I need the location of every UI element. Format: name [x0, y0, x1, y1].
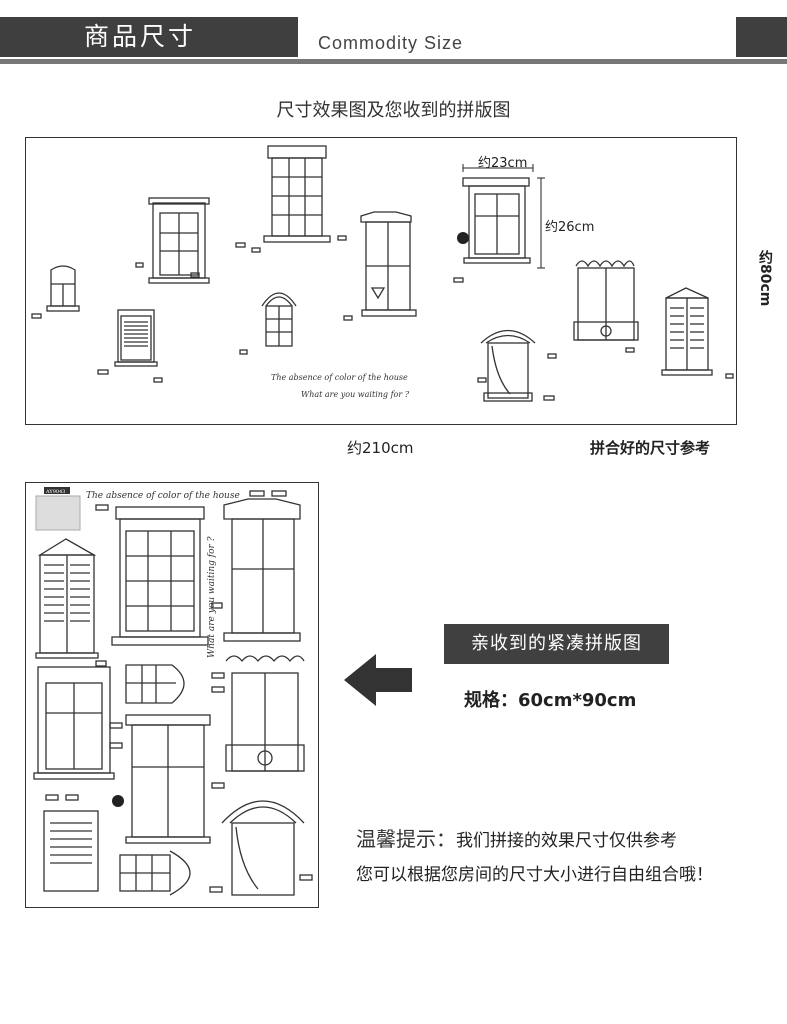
window-shutter-right	[661, 287, 713, 376]
total-height-label: 约80cm	[757, 250, 773, 307]
product-code-badge	[44, 487, 70, 494]
spec-label: 规格：60cm*90cm	[464, 690, 637, 711]
sheet-window-mid-left	[33, 666, 115, 780]
header-title-cn: 商品尺寸	[84, 22, 197, 51]
header-title-en: Commodity Size	[318, 33, 464, 53]
sheet-window-shutter-a	[35, 538, 99, 659]
sheet-window-half-arch	[125, 664, 185, 704]
script-line1-small: The absence of color of the house	[271, 373, 408, 382]
script-line2-small: What are you waiting for ?	[301, 390, 410, 399]
window-arched-curtain	[480, 330, 536, 402]
window-measured	[462, 177, 531, 264]
header-title-box: 商品尺寸	[0, 17, 298, 57]
window-grid-top	[263, 145, 331, 243]
assembled-windows-illustration: The absence of color of the house What a…	[31, 145, 734, 402]
header-divider	[0, 59, 787, 64]
sheet-window-fan	[119, 850, 191, 896]
window-balcony-right	[573, 260, 639, 341]
script-line1: The absence of color of the house	[86, 491, 240, 501]
product-code: AY9043	[45, 489, 65, 495]
arrow-left-icon	[344, 654, 412, 706]
cat-figure	[457, 232, 469, 244]
window-shutter-left	[114, 309, 158, 367]
tip-line-1: 温馨提示：我们拼接的效果尺寸仅供参考	[356, 823, 677, 852]
section1-caption: 尺寸效果图及您收到的拼版图	[276, 100, 511, 121]
sheet-cat-figure	[112, 795, 124, 807]
width-label: 约23cm	[478, 156, 528, 171]
window-tall-left	[148, 197, 210, 284]
sheet-window-small-shutter	[43, 810, 99, 892]
thumbnail-preview	[35, 495, 81, 531]
script-line2: What are you waiting for ?	[207, 536, 217, 658]
window-arched-centre	[261, 292, 297, 347]
header-accent-block	[736, 17, 787, 57]
window-small-arched	[46, 265, 80, 312]
window-door-centre	[360, 211, 417, 317]
sheet-window-centre	[125, 714, 211, 844]
tip-text-1: 我们拼接的效果尺寸仅供参考	[456, 831, 677, 851]
height-label: 约26cm	[545, 220, 595, 235]
sheet-window-door	[223, 498, 301, 642]
sheet-window-arch-curtain	[221, 800, 305, 896]
sheet-window-grid	[111, 506, 209, 646]
tip-prefix: 温馨提示：	[356, 827, 456, 851]
sheet-layout-frame: AY9043 The absence of color of the house…	[25, 482, 319, 908]
sheet-window-balcony	[225, 655, 305, 772]
total-width-label: 约210cm	[347, 439, 414, 457]
assembled-label: 拼合好的尺寸参考	[590, 439, 711, 457]
tip-line-2: 您可以根据您房间的尺寸大小进行自由组合哦！	[356, 865, 713, 885]
decor-bricks	[31, 235, 734, 401]
sheet-bricks	[45, 490, 313, 893]
sheet-windows-illustration: AY9043 The absence of color of the house…	[33, 487, 313, 896]
assembled-preview-frame: The absence of color of the house What a…	[25, 137, 737, 425]
sheet-tag-label: 亲收到的紧凑拼版图	[444, 624, 669, 664]
